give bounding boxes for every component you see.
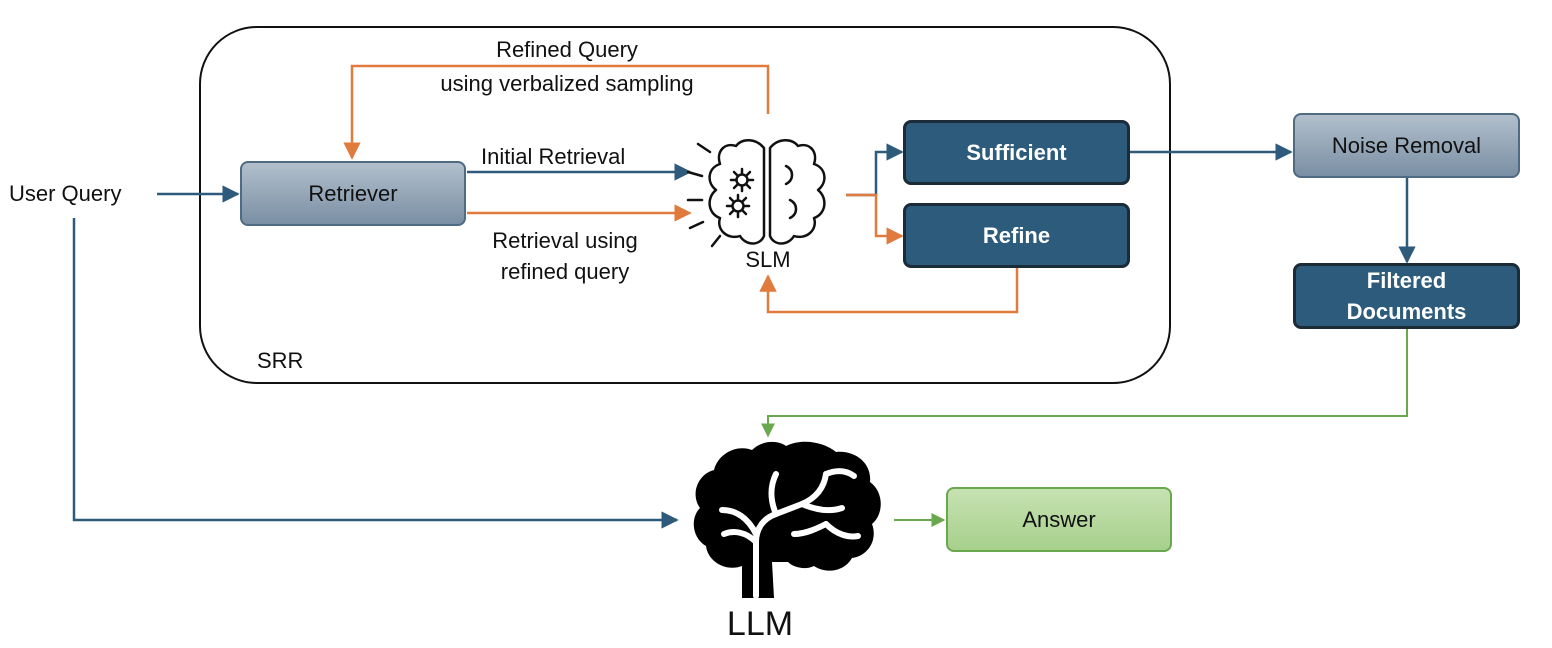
- retrieval-refined-sub-label: refined query: [500, 259, 630, 284]
- retriever-node: Retriever: [240, 161, 466, 226]
- refine-label: Refine: [982, 222, 1051, 248]
- brain-gears-icon: [686, 139, 826, 248]
- sufficient-label: Sufficient: [966, 139, 1067, 165]
- slm-label: SLM: [745, 247, 791, 272]
- refined-query-label: Refined Query: [496, 37, 638, 62]
- user-query-label: User Query: [9, 181, 122, 206]
- llm-label: LLM: [726, 605, 794, 643]
- arrow-slm-to-sufficient: [846, 143, 904, 197]
- retrieval-refined-label: Retrieval using: [492, 228, 638, 253]
- refined-query-sub-label: using verbalized sampling: [440, 71, 694, 96]
- noise-removal-node: Noise Removal: [1293, 113, 1520, 178]
- filtered-label-line1: Filtered: [1366, 268, 1447, 293]
- initial-retrieval-label: Initial Retrieval: [481, 144, 626, 169]
- noise-removal-label: Noise Removal: [1331, 132, 1482, 158]
- arrow-slm-to-refine: [846, 193, 904, 245]
- filtered-label-line2: Documents: [1346, 299, 1467, 324]
- answer-node: Answer: [946, 487, 1172, 552]
- arrow-filtered-to-llm: [761, 329, 1408, 438]
- answer-label: Answer: [1022, 506, 1096, 532]
- retriever-label: Retriever: [308, 180, 398, 206]
- arrow-query-to-llm: [72, 218, 679, 529]
- arrow-refined-query-loop: [343, 64, 770, 160]
- arrow-refine-loop: [759, 268, 1019, 314]
- srr-label: SRR: [257, 348, 304, 373]
- srr-container: [199, 26, 1171, 384]
- sufficient-node: Sufficient: [903, 120, 1130, 185]
- brain-icon: [693, 441, 881, 599]
- refine-node: Refine: [903, 203, 1130, 268]
- filtered-documents-node: Filtered Documents: [1293, 263, 1520, 329]
